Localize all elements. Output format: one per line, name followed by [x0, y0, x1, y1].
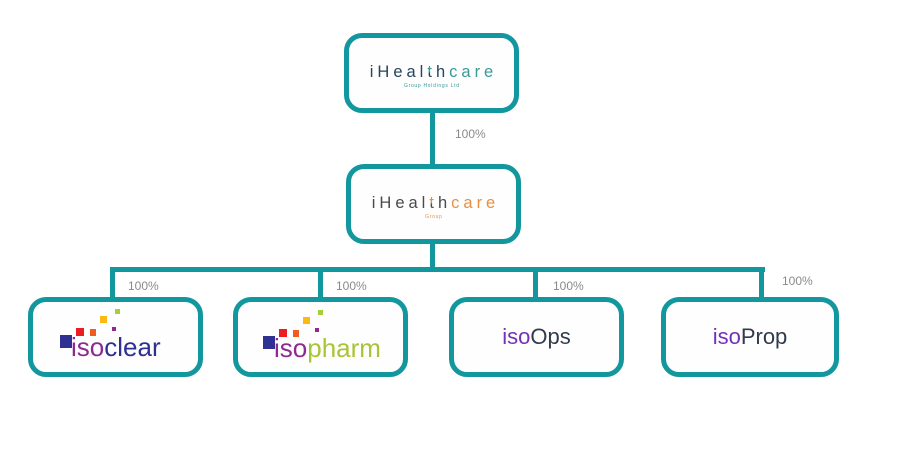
connector-holding-group [430, 110, 435, 166]
wordmark-segment: care [451, 193, 500, 212]
squares-icon [60, 335, 72, 348]
isopharm-logo: isopharm [263, 310, 383, 365]
squares-icon [303, 317, 310, 324]
isopharm-wordmark: isopharm [274, 335, 381, 361]
isoops-wordmark: isoOps [502, 325, 570, 349]
wordmark-segment: clear [104, 331, 161, 362]
squares-icon [315, 328, 319, 332]
wordmark-segment: iso [712, 324, 741, 349]
wordmark-segment: t [429, 193, 438, 212]
wordmark-segment: Prop [740, 324, 788, 349]
wordmark-segment: care [449, 62, 498, 81]
ownership-label-isopharm: 100% [336, 279, 367, 293]
node-isopharm: isopharm [233, 297, 408, 377]
squares-icon [115, 309, 120, 314]
connector-horizontal-rail [110, 267, 765, 272]
wordmark-segment: Ops [530, 324, 571, 349]
connector-drop-isoprop [759, 269, 764, 299]
ownership-label-isoprop: 100% [782, 274, 813, 288]
squares-icon [90, 329, 96, 336]
squares-icon [100, 316, 107, 323]
ownership-label-isoclear: 100% [128, 279, 159, 293]
node-ihealthcare-holdings: iHealthcare Group Holdings Ltd [344, 33, 519, 113]
ihealthcare-group-wordmark: iHealthcare [368, 193, 500, 212]
squares-icon [293, 330, 299, 337]
connector-drop-isoclear [110, 269, 115, 299]
node-isoprop: isoProp [661, 297, 839, 377]
wordmark-segment: t [427, 62, 436, 81]
wordmark-segment: iHeal [369, 62, 428, 81]
ihealthcare-holdings-logo: iHealthcare Group Holdings Ltd [349, 38, 514, 108]
wordmark-segment: iHeal [371, 193, 430, 212]
connector-group-stub [430, 242, 435, 269]
squares-icon [279, 329, 287, 337]
isoclear-logo: isoclear [60, 309, 165, 364]
node-ihealthcare-group: iHealthcare Group [346, 164, 521, 244]
squares-icon [263, 336, 275, 349]
connector-drop-isoops [533, 269, 538, 299]
connector-drop-isopharm [318, 269, 323, 299]
ihealthcare-holdings-subtitle: Group Holdings Ltd [404, 83, 460, 89]
node-isoclear: isoclear [28, 297, 203, 377]
isoprop-wordmark: isoProp [713, 325, 788, 349]
wordmark-segment: iso [502, 324, 531, 349]
ihealthcare-group-subtitle: Group [425, 214, 443, 220]
squares-icon [76, 328, 84, 336]
node-isoops: isoOps [449, 297, 624, 377]
wordmark-segment: pharm [307, 332, 381, 363]
squares-icon [112, 327, 116, 331]
ownership-label-isoops: 100% [553, 279, 584, 293]
wordmark-segment: h [437, 193, 452, 212]
ihealthcare-group-logo: iHealthcare Group [351, 169, 516, 239]
wordmark-segment: iso [274, 332, 308, 363]
ownership-label-group: 100% [455, 127, 486, 141]
wordmark-segment: h [435, 62, 450, 81]
squares-icon [318, 310, 323, 315]
ihealthcare-holdings-wordmark: iHealthcare [366, 62, 498, 81]
wordmark-segment: iso [71, 331, 105, 362]
isoclear-wordmark: isoclear [71, 334, 161, 360]
